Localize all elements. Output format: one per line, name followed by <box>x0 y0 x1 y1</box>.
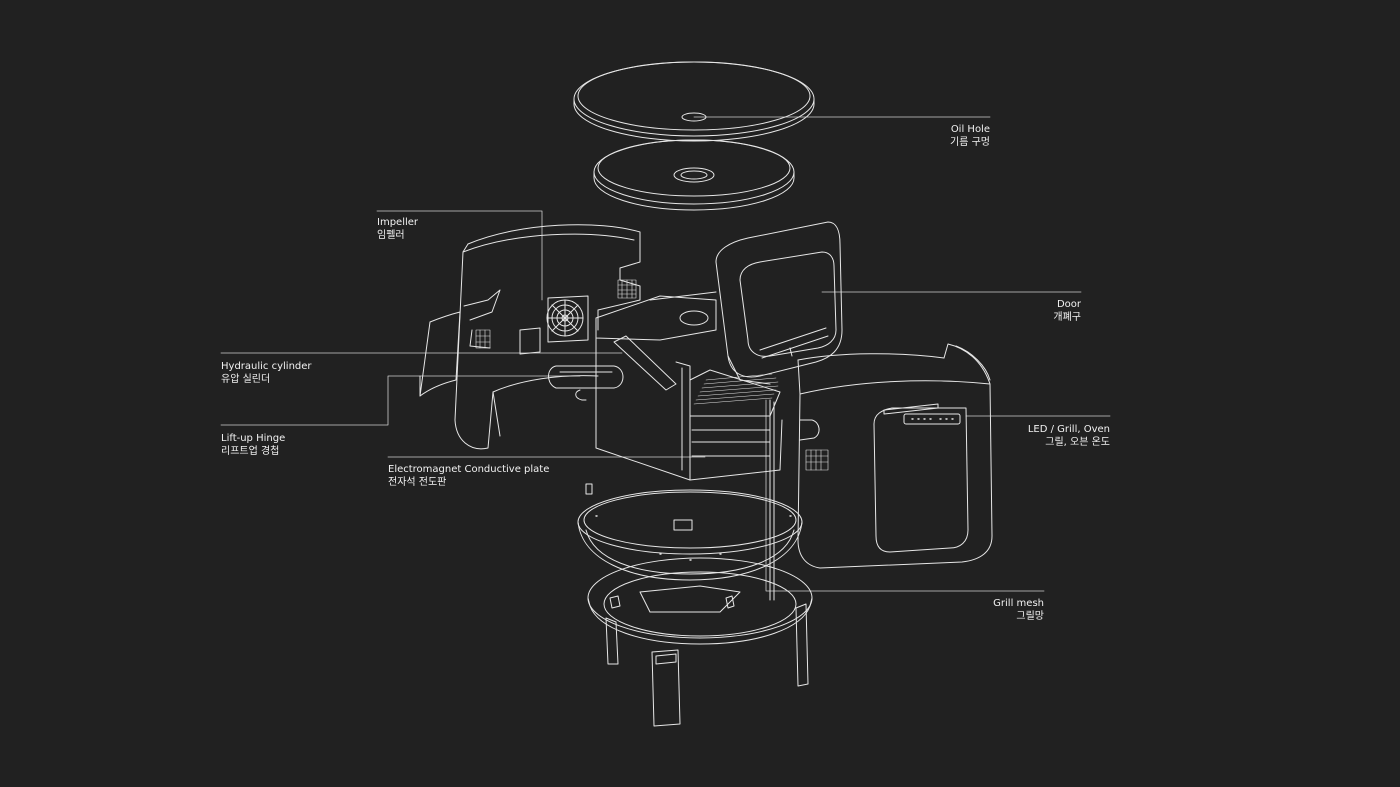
label-hydraulic-ko: 유압 실린더 <box>221 374 271 385</box>
oil-hole <box>681 112 707 122</box>
hydraulic-cylinder <box>548 365 624 401</box>
label-oil-hole-ko: 기름 구멍 <box>950 137 990 148</box>
label-grill-mesh-ko: 그릴망 <box>1016 611 1044 622</box>
right-shell <box>797 343 993 569</box>
label-electromagnet-plate: Electromagnet Conductive plate 전자석 전도판 <box>388 463 549 489</box>
label-lift-up-hinge: Lift-up Hinge 리프트업 경첩 <box>221 432 285 458</box>
legs <box>605 603 809 727</box>
label-impeller: Impeller 임펠러 <box>377 216 418 242</box>
left-shell <box>419 224 641 450</box>
label-grill-mesh: Grill mesh 그릴망 <box>993 597 1044 623</box>
label-hydraulic-en: Hydraulic cylinder <box>221 361 312 372</box>
label-door-en: Door <box>1056 299 1081 310</box>
inner-plate <box>593 139 795 211</box>
leg-left <box>605 617 619 665</box>
door <box>715 221 843 385</box>
leader-impeller <box>376 210 543 301</box>
label-impeller-ko: 임펠러 <box>377 230 405 241</box>
label-led: LED / Grill, Oven 그릴, 오븐 온도 <box>1028 423 1110 449</box>
label-door: Door 개폐구 <box>1053 298 1081 324</box>
label-grill-mesh-en: Grill mesh <box>993 598 1044 609</box>
impeller-fan <box>519 295 589 355</box>
label-led-en: LED / Grill, Oven <box>1027 424 1110 435</box>
label-oil-hole-en: Oil Hole <box>950 124 990 135</box>
label-electro-en: Electromagnet Conductive plate <box>388 464 550 475</box>
label-door-ko: 개폐구 <box>1053 312 1081 323</box>
leg-right <box>795 603 809 687</box>
label-electro-ko: 전자석 전도판 <box>388 477 447 488</box>
base-ring <box>587 557 813 645</box>
main-chamber <box>595 291 783 481</box>
label-led-ko: 그릴, 오븐 온도 <box>1045 437 1110 448</box>
led-panel <box>903 413 961 425</box>
leader-lines <box>220 116 1111 592</box>
leader-grill-mesh <box>765 399 1045 592</box>
label-hinge-ko: 리프트업 경첩 <box>221 446 280 457</box>
label-hydraulic-cylinder: Hydraulic cylinder 유압 실린더 <box>221 360 312 386</box>
leader-hinge <box>220 375 581 426</box>
label-impeller-en: Impeller <box>377 217 419 228</box>
label-hinge-en: Lift-up Hinge <box>221 433 286 444</box>
label-oil-hole: Oil Hole 기름 구멍 <box>950 123 990 149</box>
top-lid <box>573 61 815 142</box>
leg-front <box>651 649 681 727</box>
cooking-bowl <box>577 483 803 581</box>
